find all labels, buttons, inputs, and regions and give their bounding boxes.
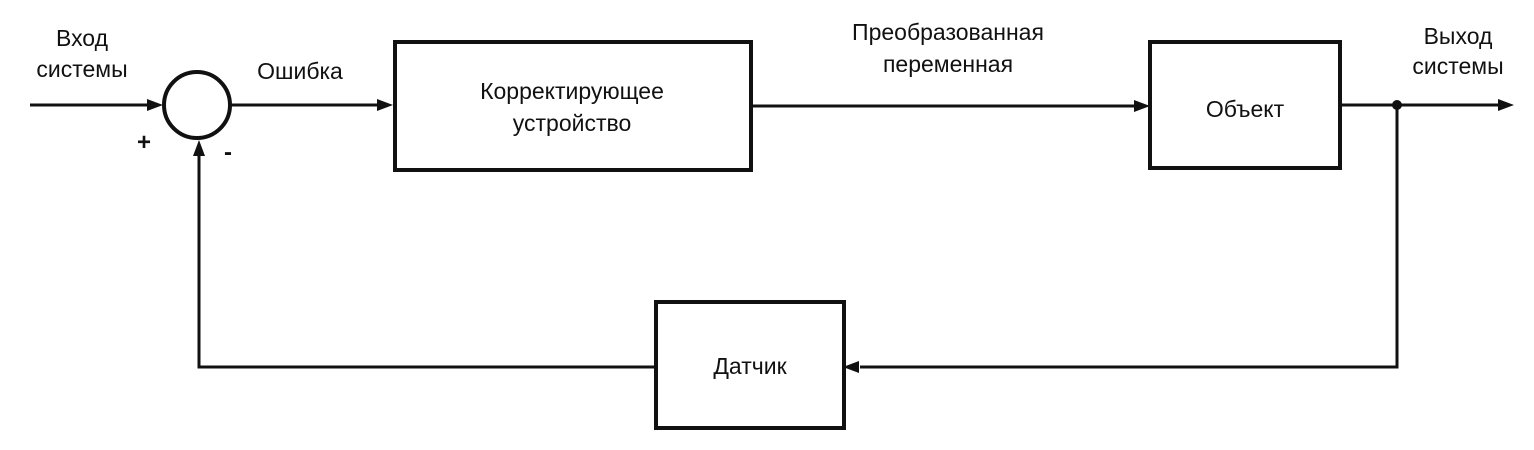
minus-sign: - (224, 139, 232, 166)
output-label-line-1: Выход (1424, 23, 1493, 49)
input-arrowhead (147, 99, 163, 111)
plant-label: Объект (1206, 96, 1285, 122)
input-label-line-2: системы (36, 56, 127, 82)
summing-junction (162, 70, 232, 140)
controller-label-line-2: устройство (513, 110, 632, 136)
input-label: Вход системы (36, 25, 127, 82)
plant-block (1148, 40, 1342, 170)
output-arrowhead (1498, 99, 1514, 111)
transformed-variable-label: Преобразованная переменная (852, 19, 1044, 77)
control-arrowhead (1134, 100, 1150, 112)
transformed-label-line-1: Преобразованная (852, 19, 1044, 45)
transformed-label-line-2: переменная (883, 51, 1013, 77)
feedback-to-junction-line (197, 154, 656, 369)
controller-block (393, 40, 753, 172)
feedback-to-sensor-line (860, 105, 1399, 369)
controller-label-line-1: Корректирующее (480, 78, 664, 104)
sensor-block (654, 300, 846, 430)
feedback-arrowhead (193, 140, 205, 156)
error-arrowhead (377, 99, 393, 111)
error-label: Ошибка (257, 58, 343, 84)
output-label-line-2: системы (1412, 53, 1503, 79)
input-label-line-1: Вход (56, 25, 109, 51)
output-label: Выход системы (1412, 23, 1503, 79)
sensor-input-arrowhead (843, 361, 859, 373)
sensor-label: Датчик (713, 353, 787, 379)
plus-sign: + (137, 129, 151, 156)
